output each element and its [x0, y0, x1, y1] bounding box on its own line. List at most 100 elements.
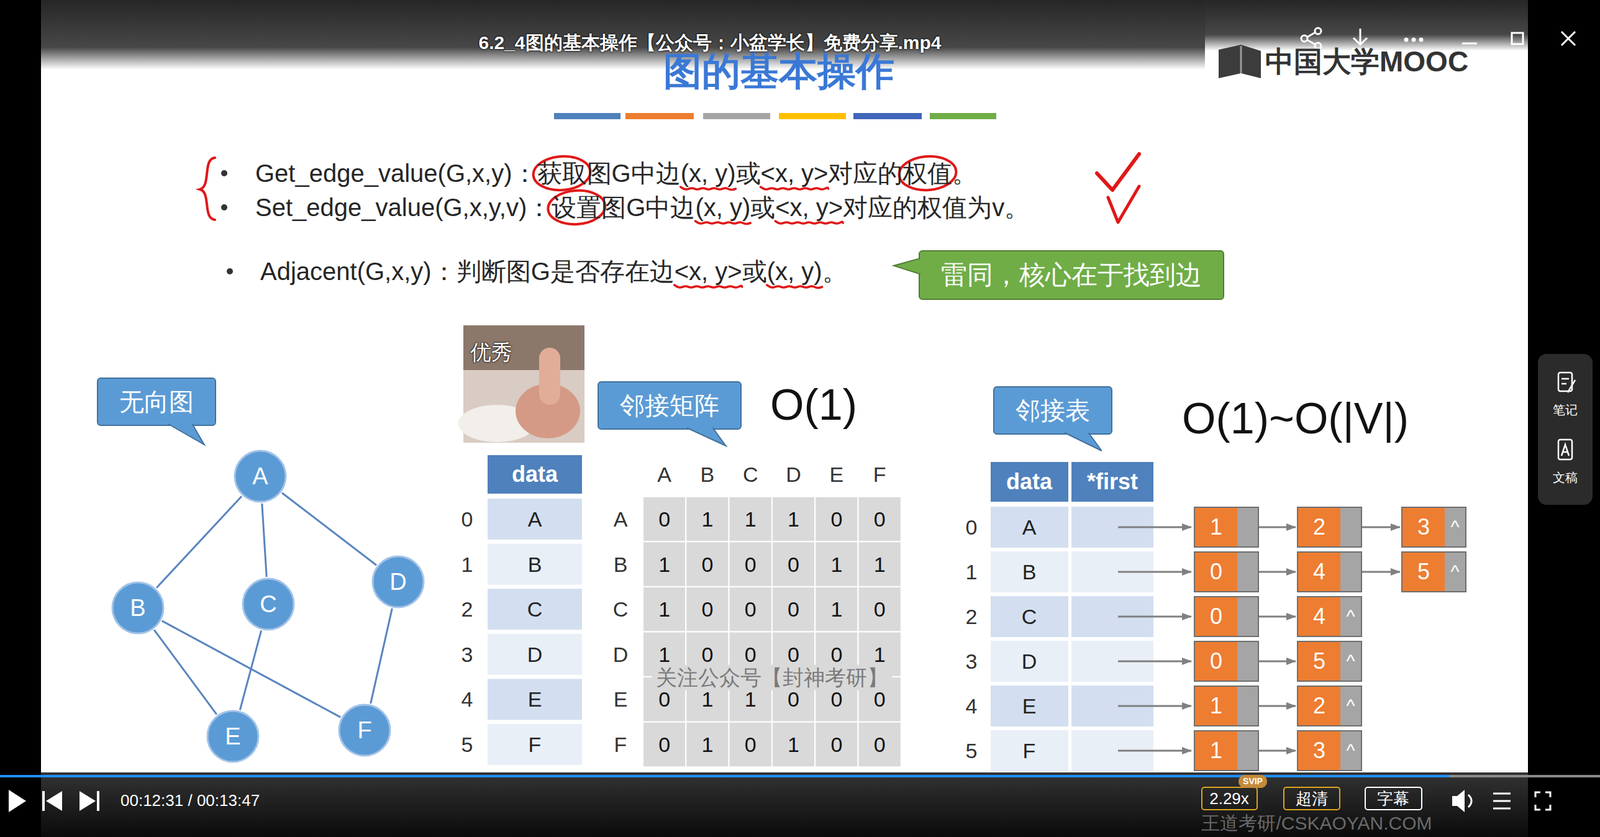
- matrix-cell-ground: [642, 496, 686, 543]
- list-node: 0: [1193, 551, 1260, 593]
- null-pointer: ^: [1340, 731, 1361, 771]
- node-text: A: [252, 464, 268, 489]
- operation-text: Get_edge_value(G,x,y)：获取图G中边(x, y)或<x, y…: [255, 158, 978, 189]
- matrix-cell-ground: [685, 541, 729, 587]
- matrix-cell-ground: [642, 722, 686, 768]
- list-node: 0: [1193, 596, 1260, 638]
- photo-shadow: [463, 325, 585, 371]
- matrix-cell-ground: [642, 586, 686, 633]
- list-node: 1: [1193, 730, 1260, 772]
- matrix-cell-ground: [729, 722, 773, 768]
- table-cell: E: [1022, 693, 1037, 720]
- table-cell-ground: [990, 551, 1069, 593]
- panel-label: 笔记: [1552, 402, 1578, 418]
- matrix-cell-ground: [685, 722, 729, 768]
- matrix-cell: 0: [701, 596, 714, 623]
- note-callout: 雷同，核心在于找到边: [918, 250, 1225, 300]
- playlist-icon: [1493, 793, 1511, 809]
- table-cell-ground: [487, 544, 582, 586]
- matrix-cell: 0: [744, 551, 757, 578]
- graph-edge: [239, 631, 261, 711]
- table-cell-ground: [487, 498, 582, 540]
- list-pointer: [1259, 705, 1296, 708]
- volume-icon: [1452, 790, 1465, 813]
- table-header: data: [1006, 468, 1053, 496]
- row-index: 4: [461, 686, 474, 713]
- list-pointer: [1259, 616, 1296, 619]
- matrix-header: B: [700, 462, 715, 488]
- node-text: 5: [1402, 552, 1445, 592]
- side-panel: [1537, 354, 1593, 505]
- table-cell: E: [527, 686, 543, 713]
- list-pointer: [1259, 660, 1296, 663]
- vertex-shape: [207, 711, 259, 763]
- node-text: D: [389, 570, 407, 594]
- table-cell-ground: [990, 730, 1069, 772]
- next-icon: [79, 791, 96, 812]
- matrix-cell: 0: [701, 641, 714, 668]
- list-node: 4: [1296, 551, 1363, 593]
- list-node: 2^: [1296, 685, 1363, 727]
- control-button: 字幕: [1377, 789, 1410, 809]
- share-icon: [1306, 32, 1316, 45]
- vertex-shape: [112, 582, 164, 634]
- graph-edge: [281, 493, 377, 566]
- table-cell: A: [527, 506, 543, 533]
- node-text: 2: [1298, 508, 1341, 547]
- row-index: 4: [965, 693, 978, 720]
- control-button: 超清: [1295, 789, 1328, 809]
- volume-icon: [1468, 795, 1472, 808]
- matrix-cell-ground: [858, 496, 902, 543]
- bullet-dot: [221, 204, 228, 211]
- red-checkmark: [1096, 154, 1140, 191]
- node-text: 邻接矩阵: [619, 391, 720, 420]
- matrix-cell: 1: [830, 596, 843, 623]
- callout-pointer: [168, 424, 205, 445]
- table-header-cell: [990, 462, 1069, 502]
- row-index: 2: [965, 604, 978, 630]
- table-cell: C: [1021, 604, 1038, 630]
- row-index: 3: [461, 641, 474, 668]
- matrix-cell: 0: [744, 596, 757, 623]
- callout-pointer: [686, 427, 727, 446]
- node-text: 0: [1195, 597, 1238, 637]
- control-bar: [0, 772, 1600, 837]
- matrix-cell-ground: [772, 496, 815, 543]
- top-shade: [1204, 0, 1528, 51]
- photo-caption: 优秀: [470, 339, 513, 366]
- vertex-shape: [372, 556, 424, 608]
- vertex-circle: B: [111, 581, 165, 635]
- red-underline: [767, 285, 823, 289]
- matrix-cell: 0: [658, 732, 671, 758]
- vertex-shape: [242, 578, 294, 630]
- matrix-header: A: [613, 506, 628, 533]
- list-node: 0: [1193, 640, 1260, 682]
- node-text: 4: [1298, 552, 1341, 592]
- vertex-circle: A: [233, 449, 287, 504]
- play-icon: [8, 790, 27, 813]
- label-callout: 无向图: [96, 377, 217, 427]
- matrix-cell: 1: [873, 641, 886, 668]
- null-pointer: ^: [1444, 552, 1466, 592]
- red-brace: [200, 157, 215, 220]
- label-callout: 邻接表: [993, 386, 1113, 435]
- control-button: 2.29x: [1209, 789, 1250, 809]
- red-underline: [760, 186, 829, 190]
- list-node: 3^: [1401, 506, 1467, 548]
- matrix-cell: 0: [873, 596, 886, 623]
- photo-thumb: [539, 347, 561, 405]
- row-index: 1: [461, 551, 474, 578]
- table-cell-ground: [487, 588, 582, 630]
- row-index: 2: [461, 596, 474, 623]
- more-icon: [1411, 37, 1417, 43]
- callout-pointer: [686, 427, 727, 446]
- matrix-cell: 1: [658, 641, 671, 668]
- matrix-cell: 1: [701, 732, 714, 758]
- matrix-cell: 0: [830, 732, 843, 758]
- table-cell: B: [527, 551, 543, 578]
- matrix-cell-ground: [858, 586, 902, 633]
- head-pointer: [1118, 616, 1192, 619]
- red-checkmark: [1108, 186, 1140, 223]
- watermark: 关注公众号【封神考研】: [652, 665, 892, 691]
